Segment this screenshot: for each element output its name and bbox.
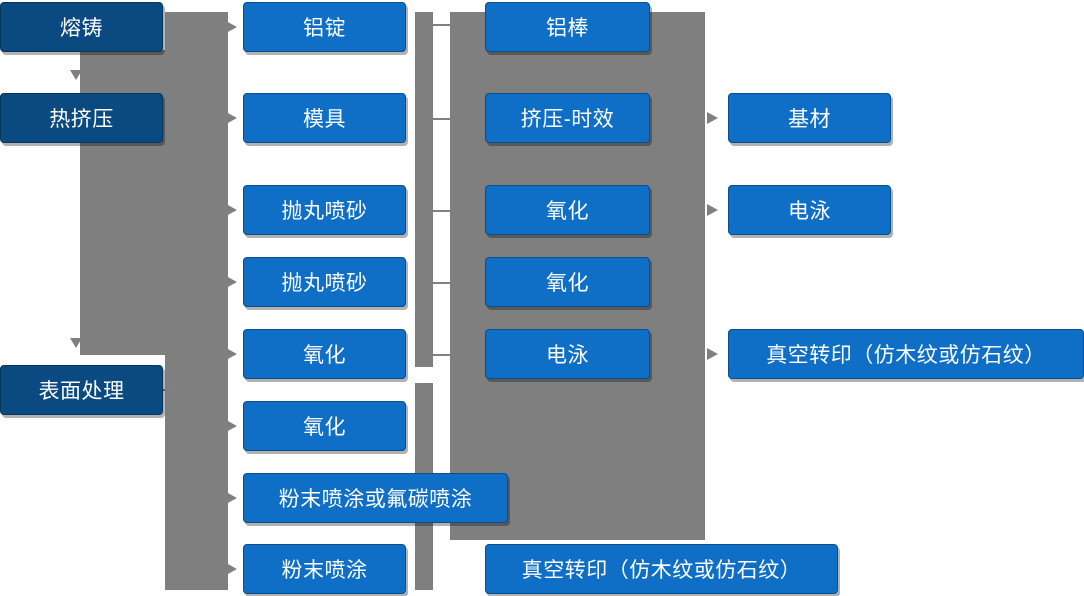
connector-bar-column3-top xyxy=(415,12,433,367)
process-box-electrophoresis-c4[interactable]: 电泳 xyxy=(728,185,891,235)
tie-line-4 xyxy=(433,282,453,284)
arrow-to-c2-7 xyxy=(226,492,237,504)
process-box-vacuum-transfer-printing-c3[interactable]: 真空转印（仿木纹或仿石纹） xyxy=(485,544,838,594)
process-box-aluminum-rod[interactable]: 铝棒 xyxy=(485,2,650,52)
arrow-to-c2-5 xyxy=(226,348,237,360)
arrow-to-c4-3 xyxy=(707,348,718,360)
stage-label-extrusion: 热挤压 xyxy=(49,108,114,131)
process-box-oxidation-c3-2[interactable]: 氧化 xyxy=(485,257,650,307)
stage-box-surface-treatment[interactable]: 表面处理 xyxy=(0,365,163,415)
process-box-base-material[interactable]: 基材 xyxy=(728,93,891,143)
process-box-mold[interactable]: 模具 xyxy=(243,93,406,143)
arrow-to-c4-1 xyxy=(707,112,718,124)
process-box-shot-blasting-1[interactable]: 抛丸喷砂 xyxy=(243,185,406,235)
process-label: 粉末喷涂 xyxy=(281,559,368,582)
arrow-to-c2-6 xyxy=(226,420,237,432)
process-box-aluminum-ingot[interactable]: 铝锭 xyxy=(243,2,406,52)
arrow-to-c2-3 xyxy=(226,204,237,216)
arrow-to-c2-2 xyxy=(226,112,237,124)
arrow-down-melting-to-extrusion xyxy=(70,70,82,80)
process-label: 氧化 xyxy=(303,344,346,367)
process-box-oxidation-c3-1[interactable]: 氧化 xyxy=(485,185,650,235)
process-box-oxidation-c2-2[interactable]: 氧化 xyxy=(243,401,406,451)
process-box-vacuum-transfer-printing-c4[interactable]: 真空转印（仿木纹或仿石纹） xyxy=(728,329,1084,379)
process-label: 真空转印（仿木纹或仿石纹） xyxy=(521,559,802,582)
process-label: 基材 xyxy=(788,108,831,131)
process-label: 氧化 xyxy=(546,272,589,295)
process-label: 电泳 xyxy=(546,344,589,367)
process-label: 氧化 xyxy=(303,416,346,439)
process-label: 铝锭 xyxy=(303,17,346,40)
arrow-to-c2-1 xyxy=(226,21,237,33)
stage-box-melting[interactable]: 熔铸 xyxy=(0,2,163,52)
stage-label-melting: 熔铸 xyxy=(60,17,103,40)
process-label: 模具 xyxy=(303,108,346,131)
process-label: 抛丸喷砂 xyxy=(281,200,368,223)
process-box-powder-or-fluorocarbon-coating[interactable]: 粉末喷涂或氟碳喷涂 xyxy=(243,473,508,523)
arrow-down-extrusion-to-surface xyxy=(70,338,82,348)
process-box-powder-coating[interactable]: 粉末喷涂 xyxy=(243,544,406,594)
connector-bar-column2 xyxy=(165,12,228,590)
stage-label-surface-treatment: 表面处理 xyxy=(38,380,125,403)
tie-line-1 xyxy=(433,24,453,26)
process-box-electrophoresis-c3[interactable]: 电泳 xyxy=(485,329,650,379)
tie-line-2 xyxy=(433,118,453,120)
tie-line-surface xyxy=(163,389,177,391)
process-label: 挤压-时效 xyxy=(520,108,615,131)
process-label: 电泳 xyxy=(788,200,831,223)
tie-line-3 xyxy=(433,210,453,212)
process-label: 氧化 xyxy=(546,200,589,223)
process-label: 铝棒 xyxy=(546,17,589,40)
process-label: 抛丸喷砂 xyxy=(281,272,368,295)
process-box-oxidation-c2-1[interactable]: 氧化 xyxy=(243,329,406,379)
stage-box-extrusion[interactable]: 热挤压 xyxy=(0,93,163,143)
process-label: 粉末喷涂或氟碳喷涂 xyxy=(278,488,473,511)
process-box-extrusion-aging[interactable]: 挤压-时效 xyxy=(485,93,650,143)
arrow-to-c2-4 xyxy=(226,276,237,288)
tie-line-5 xyxy=(433,354,453,356)
process-label: 真空转印（仿木纹或仿石纹） xyxy=(766,344,1046,367)
arrow-to-c2-8 xyxy=(226,563,237,575)
arrow-to-c4-2 xyxy=(707,204,718,216)
process-box-shot-blasting-2[interactable]: 抛丸喷砂 xyxy=(243,257,406,307)
